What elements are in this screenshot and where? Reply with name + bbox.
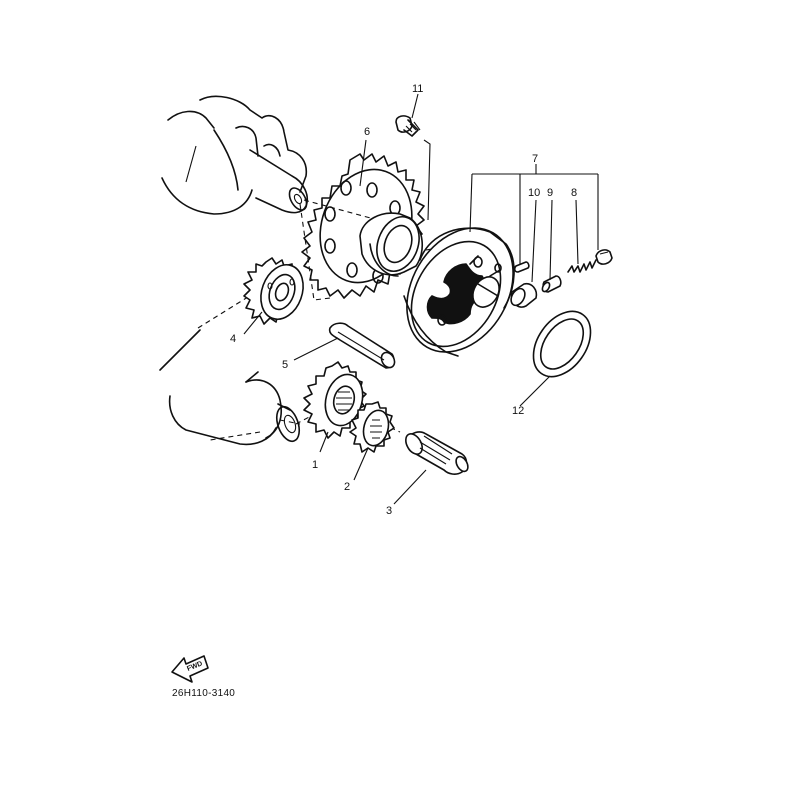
callout-12: 12	[512, 405, 524, 417]
bolt	[395, 115, 431, 221]
callout-8: 8	[571, 187, 577, 199]
clutch-cap	[595, 249, 613, 265]
clutch-spring	[567, 259, 597, 273]
clutch-plunger	[541, 275, 562, 293]
callout-6: 6	[364, 126, 370, 138]
callout-3: 3	[386, 505, 392, 517]
starter-clutch-body	[403, 227, 515, 357]
callout-1: 1	[312, 459, 318, 471]
small-gear	[349, 401, 395, 453]
dowel-pin	[513, 261, 530, 273]
callout-numbers: 1 2 3 4 5 6 7 8 9 10 11 12	[230, 83, 577, 517]
callout-11: 11	[412, 83, 423, 95]
forward-arrow-icon: FWD	[171, 655, 209, 683]
crankshaft	[161, 95, 308, 215]
idler-shaft	[328, 322, 396, 369]
callout-5: 5	[282, 359, 288, 371]
callout-7: 7	[532, 153, 538, 165]
splined-shaft	[405, 431, 469, 475]
callout-4: 4	[230, 333, 236, 345]
clutch-roller	[510, 282, 538, 308]
callout-9: 9	[547, 187, 553, 199]
starter-drive-gear	[303, 361, 367, 439]
callout-2: 2	[344, 481, 350, 493]
starter-wheel-gear	[301, 153, 425, 299]
idler-gear	[243, 257, 304, 325]
starter-motor-housing	[159, 329, 301, 446]
thrust-washer	[532, 310, 592, 378]
leader-lines	[243, 93, 599, 505]
callout-10: 10	[528, 187, 540, 199]
part-code: 26H110-3140	[172, 688, 235, 699]
